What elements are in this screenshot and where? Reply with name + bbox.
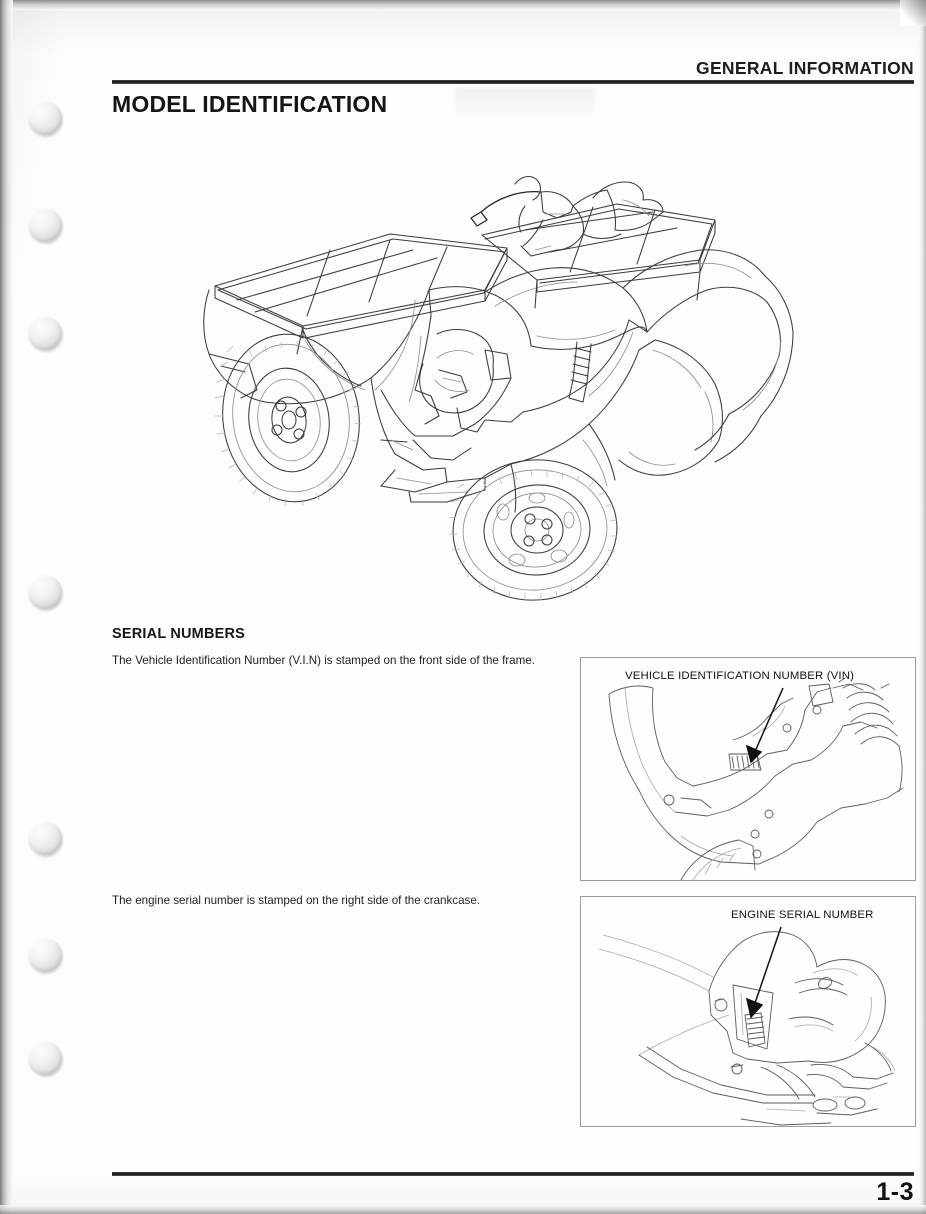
engine-serial-figure-panel: ENGINE SERIAL NUMBER — [580, 896, 916, 1127]
vin-figure-label: VEHICLE IDENTIFICATION NUMBER (VIN) — [625, 670, 855, 682]
page-corner-fold — [900, 0, 926, 26]
running-head: GENERAL INFORMATION — [696, 58, 914, 78]
binder-hole-2 — [28, 208, 62, 242]
vin-figure-drawing — [608, 677, 904, 880]
scan-edge-left — [0, 0, 13, 1214]
binder-hole-3 — [28, 316, 62, 350]
header-rule — [112, 80, 914, 84]
scan-edge-bottom — [0, 1205, 926, 1214]
binder-hole-6 — [28, 938, 62, 972]
engine-serial-figure-label: ENGINE SERIAL NUMBER — [731, 909, 874, 921]
scan-bleed-artifact — [455, 88, 595, 114]
page-title: MODEL IDENTIFICATION — [112, 91, 388, 117]
footer-rule — [112, 1172, 914, 1176]
binder-hole-1 — [28, 101, 62, 135]
section-heading-serial-numbers: SERIAL NUMBERS — [112, 626, 246, 642]
binder-hole-5 — [28, 821, 62, 855]
binder-hole-4 — [28, 575, 62, 609]
binder-hole-7 — [28, 1041, 62, 1075]
page-number: 1-3 — [876, 1178, 914, 1206]
vin-paragraph: The Vehicle Identification Number (V.I.N… — [112, 654, 535, 667]
scan-edge-top — [0, 0, 926, 10]
vin-figure-panel: VEHICLE IDENTIFICATION NUMBER (VIN) — [580, 657, 916, 881]
engine-serial-figure-drawing — [598, 926, 896, 1126]
engine-serial-paragraph: The engine serial number is stamped on t… — [112, 894, 480, 907]
atv-illustration — [203, 175, 794, 601]
scan-edge-right — [919, 0, 926, 1214]
